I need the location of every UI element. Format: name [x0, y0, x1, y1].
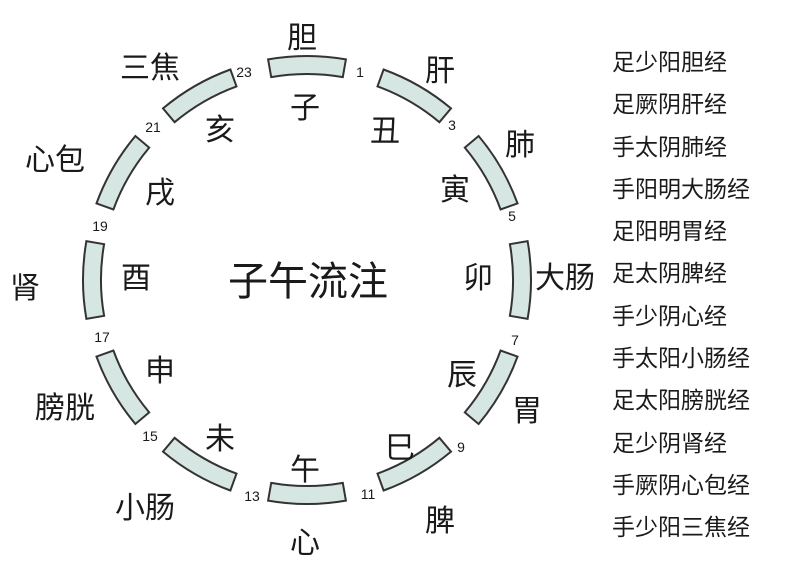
organ-label: 心 [290, 526, 320, 561]
earthly-branch-label: 辰 [447, 358, 477, 393]
earthly-branch-label: 未 [205, 422, 235, 457]
hour-segment [161, 68, 238, 124]
organ-label: 胃 [512, 394, 542, 429]
earthly-branch-label: 寅 [440, 173, 470, 208]
hour-number: 21 [145, 119, 161, 135]
meridian-item: 足少阴肾经 [612, 430, 727, 457]
meridian-list: 足少阳胆经 足厥阴肝经 手太阴肺经 手阳明大肠经 足阳明胃经 足太阴脾经 手少阴… [612, 42, 750, 550]
earthly-branch-label: 午 [290, 453, 320, 488]
hour-segment [463, 349, 519, 426]
organ-label: 肾 [10, 271, 40, 306]
hour-segment [95, 134, 151, 211]
organ-label: 大肠 [535, 261, 595, 296]
hour-number: 11 [360, 486, 376, 502]
earthly-branch-label: 戌 [145, 176, 175, 211]
hour-segment [266, 55, 348, 79]
meridian-item: 手少阴心经 [612, 303, 727, 330]
diagram-title: 子午流注 [228, 259, 388, 305]
organ-label: 膀胱 [35, 391, 95, 426]
hour-number: 17 [94, 329, 110, 345]
earthly-branch-label: 亥 [205, 113, 235, 148]
hour-number: 9 [457, 439, 465, 455]
meridian-item: 手太阴肺经 [612, 134, 727, 161]
meridian-item: 手阳明大肠经 [612, 176, 750, 203]
hour-number: 23 [236, 64, 252, 80]
earthly-branch-label: 丑 [370, 114, 400, 149]
hour-number: 19 [92, 218, 108, 234]
hour-segment [463, 134, 519, 211]
earthly-branch-label: 卯 [463, 261, 493, 296]
hour-number: 7 [511, 332, 519, 348]
meridian-item: 足少阳胆经 [612, 50, 727, 76]
meridian-item: 足太阳膀胱经 [612, 388, 750, 415]
hour-number: 13 [244, 488, 260, 504]
meridian-item: 足太阴脾经 [612, 261, 727, 288]
organ-label: 心包 [25, 143, 85, 178]
hour-segment [376, 68, 453, 124]
organ-label: 脾 [425, 504, 455, 539]
meridian-item: 足阳明胃经 [612, 219, 727, 246]
hour-segment [508, 239, 532, 321]
hour-segment [82, 239, 106, 321]
hour-number: 5 [508, 208, 516, 224]
hour-segment [266, 481, 348, 505]
hour-segment [161, 436, 238, 492]
meridian-item: 足厥阴肝经 [612, 92, 727, 119]
organ-label: 三焦 [120, 51, 180, 86]
hour-number: 15 [142, 428, 158, 444]
meridian-item: 手太阳小肠经 [612, 346, 750, 373]
meridian-item: 手少阳三焦经 [612, 515, 750, 542]
organ-label: 肝 [425, 54, 455, 89]
earthly-branch-label: 酉 [121, 261, 151, 296]
hour-segment [376, 436, 453, 492]
organ-label: 小肠 [115, 491, 175, 526]
earthly-branch-label: 子 [290, 91, 320, 126]
organ-label: 胆 [287, 21, 317, 56]
hour-segment [95, 349, 151, 426]
earthly-branch-label: 申 [145, 354, 175, 389]
earthly-branch-label: 巳 [385, 431, 415, 466]
meridian-item: 手厥阴心包经 [612, 472, 750, 499]
hour-number: 3 [448, 117, 456, 133]
hour-number: 1 [356, 64, 364, 80]
organ-label: 肺 [505, 128, 535, 163]
